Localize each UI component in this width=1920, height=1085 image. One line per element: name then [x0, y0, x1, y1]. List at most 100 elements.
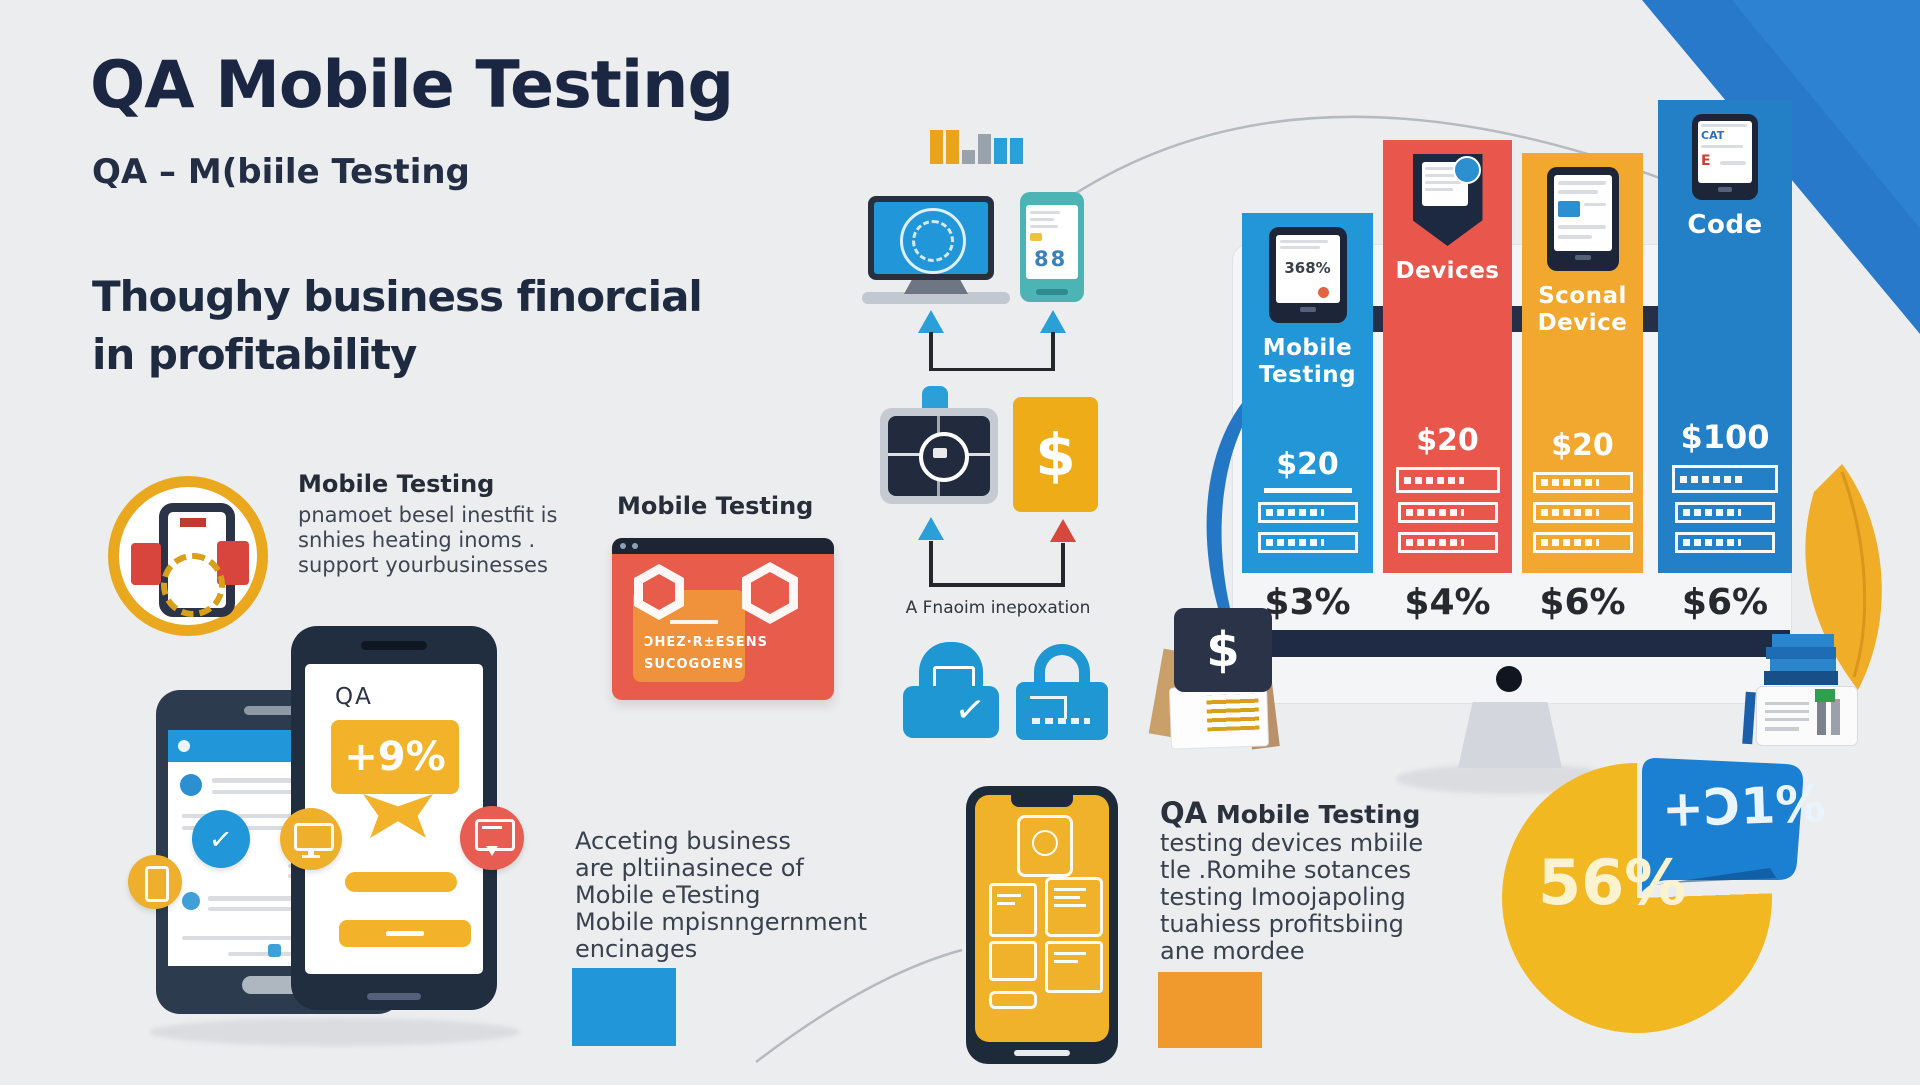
page-tagline: Thoughy business finorcial in profitabil…	[92, 268, 703, 384]
bar2-pin-icon	[1412, 154, 1483, 246]
bracket-right	[1061, 543, 1065, 585]
bracket-bottom	[929, 583, 1065, 587]
phone-notch	[1011, 795, 1073, 807]
folder-lock-icon: ✓	[903, 642, 999, 738]
bar-label: Mobile Testing	[1258, 335, 1357, 388]
bar-code: CAT E Code $100	[1658, 100, 1792, 573]
br-line1: QA Mobile Testing	[1160, 798, 1423, 830]
percent-card: +9%	[331, 720, 459, 794]
bottom-right-block: QA Mobile Testing testing devices mbiile…	[1160, 798, 1423, 965]
yellow-phone	[966, 786, 1118, 1064]
br-line4: testing Imoojapoling	[1160, 883, 1406, 911]
chart-doodle-badge	[460, 806, 524, 870]
bar-list-row	[1257, 502, 1358, 523]
page-title: QA Mobile Testing	[90, 48, 734, 123]
br-line2: testing devices mbiile	[1160, 829, 1424, 857]
bar-footer-pct: $3%	[1264, 582, 1351, 623]
phone-speaker	[244, 706, 314, 715]
br-lead: QA	[1160, 796, 1208, 830]
dollar-glyph: $	[1035, 420, 1076, 489]
monitor-stand	[1458, 702, 1562, 768]
intro-line2: snhies heating inoms .	[298, 528, 536, 552]
book-stack	[1770, 659, 1836, 671]
bar-joint	[1640, 306, 1660, 332]
bar-list-row	[1672, 465, 1778, 493]
browser-card: ƆHEZ·R±ESENS SUCOGOENS	[612, 538, 834, 700]
pie-slice-value: 56%	[1538, 846, 1687, 919]
bar-list-row	[1675, 502, 1775, 523]
bar-value: $100	[1680, 418, 1770, 456]
br-lead-rest: Mobile Testing	[1207, 800, 1421, 829]
br-line6: ane mordee	[1160, 937, 1305, 965]
printer-icon	[1756, 686, 1858, 746]
chip-cap	[922, 386, 948, 412]
qa-label: QA	[335, 684, 373, 710]
bar2-pin-dot	[1452, 156, 1481, 184]
phone-home-bar	[1014, 1050, 1070, 1056]
teal-phone-home	[1036, 289, 1068, 295]
bl-line2: are pltiinasinece of	[575, 854, 804, 882]
padlock-icon	[1016, 644, 1108, 740]
bl-line3: Mobile eTesting	[575, 881, 761, 909]
laptop-swirl-inner	[912, 220, 954, 262]
browser-garble-line2: SUCOGOENS	[644, 657, 745, 672]
browser-dot	[620, 543, 626, 549]
arrow-stem	[1051, 332, 1055, 370]
up-arrow	[1040, 310, 1066, 333]
hexagon-icon	[742, 562, 798, 624]
avatar	[182, 892, 200, 910]
bar-footer-pct: $6%	[1539, 582, 1626, 623]
yellow-feather-icon	[1805, 464, 1882, 690]
mini-bar-chart-icon	[930, 128, 1026, 164]
browser-dot	[632, 543, 638, 549]
bar-divider	[1263, 488, 1352, 493]
bar-list-row	[1532, 472, 1633, 493]
badge-gear-icon	[161, 553, 225, 617]
book-stack	[1766, 647, 1836, 659]
bar-label: Devices	[1395, 258, 1500, 284]
bar-label: Code	[1687, 210, 1763, 240]
bar-footer-pct: $6%	[1681, 582, 1769, 623]
bar4-brand-text: CAT	[1701, 129, 1725, 142]
intro-line3: support yourbusinesses	[298, 553, 548, 577]
bar-value: $20	[1416, 423, 1479, 458]
monitor-camera-dot	[1496, 666, 1522, 692]
badge-phone-screen-mark	[180, 518, 206, 527]
bar3-phone-icon	[1546, 167, 1619, 271]
dollar-box-icon: $	[1013, 397, 1098, 512]
teal-phone-chip	[1030, 233, 1042, 241]
monitor-bottom-strip	[1232, 630, 1790, 657]
browser-card-label: Mobile Testing	[617, 492, 814, 520]
bar4-letter-text: E	[1701, 153, 1711, 169]
chip-device-icon	[880, 408, 998, 504]
laptop-icon	[868, 196, 994, 280]
intro-block: Mobile Testing pnamoet besel inestfit is…	[298, 470, 557, 578]
laptop-hinge	[904, 280, 968, 294]
book-stack	[1772, 634, 1834, 647]
bottom-left-block: Acceting business are pltiinasinece of M…	[575, 828, 867, 963]
orange-square	[1158, 972, 1262, 1048]
bar-list-row	[1397, 532, 1498, 553]
blue-square	[572, 968, 676, 1046]
bar-devices: Devices $20	[1383, 140, 1512, 573]
up-arrow	[918, 310, 944, 333]
bar1-phone-icon: 368%	[1268, 227, 1347, 323]
arrow-stem	[929, 332, 933, 370]
bar-joint	[1508, 306, 1526, 332]
intro-heading: Mobile Testing	[298, 470, 495, 498]
bar1-screen-text: 368%	[1284, 259, 1331, 277]
br-line3: tle .Romihe sotances	[1160, 856, 1412, 884]
bar-footer-pct: $4%	[1404, 582, 1491, 623]
pie-callout-bubble	[1642, 758, 1804, 892]
teal-phone-screen: 88	[1026, 205, 1078, 279]
bl-line1: Acceting business	[575, 827, 791, 855]
bar4-phone-icon: CAT E	[1692, 114, 1758, 200]
up-arrow-red	[1050, 519, 1076, 542]
browser-card-titlebar	[612, 538, 834, 554]
pie-callout-value: +Ɔ1%	[1661, 774, 1827, 839]
page-subtitle: QA – M(biile Testing	[92, 152, 470, 192]
yellow-button	[339, 920, 471, 947]
bar-list-row	[1395, 467, 1500, 493]
bar-value: $20	[1276, 447, 1339, 482]
